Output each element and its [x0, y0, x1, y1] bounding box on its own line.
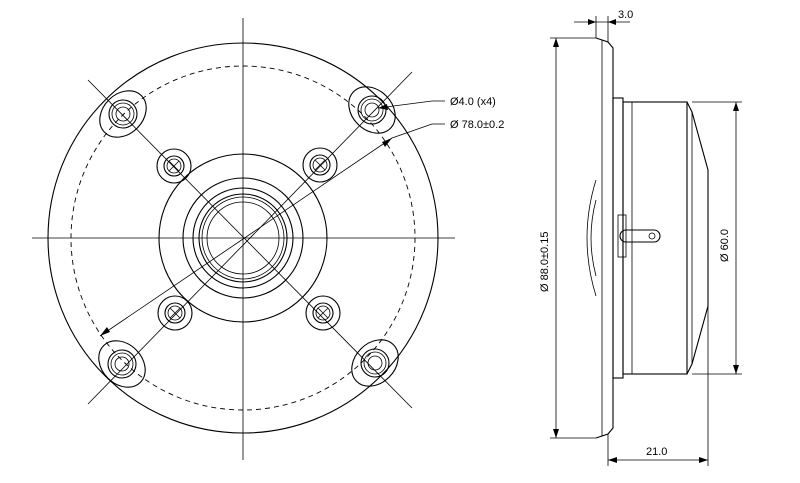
flange-thickness-label: 3.0	[618, 9, 633, 21]
mounting-hole-bottom-left	[98, 340, 146, 388]
back-chamfer	[686, 101, 709, 375]
dome-rim-inner	[201, 196, 285, 280]
terminal-base	[617, 214, 627, 258]
hole-diameter-label: Ø4.0 (x4)	[450, 96, 496, 108]
body-diameter-arrow-top	[733, 102, 739, 111]
body-diameter-arrow-bottom	[733, 365, 739, 374]
outer-diameter-arrow-top	[553, 38, 559, 47]
centerline-diagonal-b	[87, 71, 413, 405]
front-view: Ø4.0 (x4) Ø 78.0±0.2	[32, 18, 504, 460]
flange-thickness-arrow-left	[588, 19, 596, 25]
terminal-hole	[648, 232, 656, 240]
side-view: 3.0 Ø 88.0±0.15 Ø 60.0 21.0	[539, 9, 742, 466]
bolt-circle-arrow-start	[100, 327, 110, 336]
dome-profile-inner	[590, 199, 597, 277]
terminal-tab	[619, 229, 661, 243]
bolt-circle-leader	[391, 123, 445, 139]
screw-bottom-right	[305, 295, 341, 331]
depth-label: 21.0	[646, 446, 667, 458]
depth-arrow-right	[699, 457, 708, 463]
outer-diameter-label: Ø 88.0±0.15	[539, 232, 551, 292]
screw-top-left	[156, 148, 192, 184]
screw-top-right	[302, 147, 338, 183]
dome-rim	[198, 193, 288, 283]
flange-thickness-arrow-right	[608, 19, 616, 25]
dome-center	[206, 201, 280, 275]
flange-profile	[595, 37, 614, 439]
mounting-hole-top-left	[99, 90, 147, 138]
hole-diameter-leader	[377, 100, 445, 109]
magnet-body	[622, 101, 688, 375]
bolt-circle-dimension-line	[99, 137, 393, 337]
mounting-hole-top-right	[348, 86, 396, 134]
dome-outer	[192, 187, 294, 289]
centerline-diagonal-a	[87, 79, 413, 409]
faceplate-ring	[158, 153, 328, 323]
bolt-circle-label: Ø 78.0±0.2	[450, 119, 504, 131]
mounting-hole-bottom-right	[351, 339, 399, 387]
outer-diameter-arrow-bottom	[553, 429, 559, 438]
faceplate-inner-ring	[182, 177, 304, 299]
hole-diameter-arrow	[378, 104, 388, 110]
screw-bottom-left	[157, 295, 193, 331]
body-diameter-label: Ø 60.0	[719, 229, 731, 262]
dome-profile	[586, 179, 597, 297]
bolt-circle-arrow-end	[382, 138, 392, 147]
depth-arrow-left	[608, 457, 617, 463]
